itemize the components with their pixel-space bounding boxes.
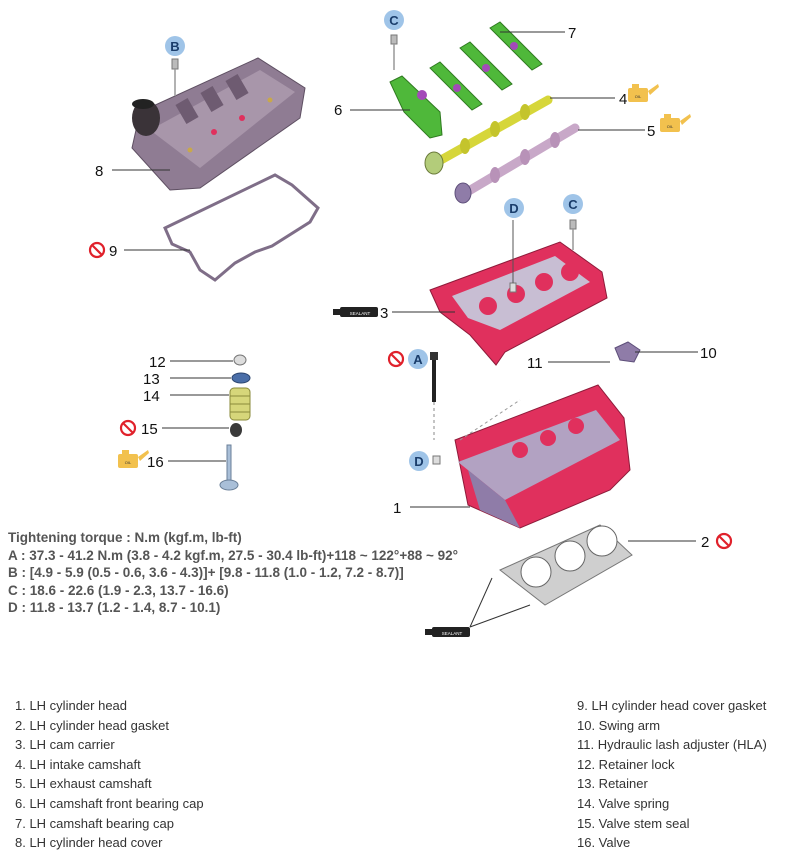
callout-4: 4 [619,91,627,108]
legend-item: 8. LH cylinder head cover [15,835,163,851]
retainer [231,372,251,384]
cam-carrier [429,241,608,366]
legend-item: 14. Valve spring [577,795,670,811]
svg-text:SEALANT: SEALANT [442,631,463,636]
legend-item: 15. Valve stem seal [577,815,690,831]
cylinder-head-gasket [499,524,633,606]
valve-stem-seal [230,423,242,437]
no-reuse-icon [119,419,137,437]
legend-item: 16. Valve [577,835,631,851]
badge-c-carrier: C [563,194,583,214]
parts-legend-right: 9. LH cylinder head cover gasket 10. Swi… [577,696,767,853]
sealant-tube-icon: SEALANT [333,307,378,317]
callout-11: 11 [527,355,543,372]
legend-item: 7. LH camshaft bearing cap [15,815,174,831]
legend-item: 1. LH cylinder head [15,698,128,713]
badge-c-top: C [384,10,404,30]
bolt-c-top [390,34,398,70]
bolt-d-carrier [509,220,517,293]
callout-12: 12 [149,354,166,371]
badge-d-carrier: D [504,198,524,218]
exploded-view-diagram: OIL [88,10,733,637]
retainer-lock [233,354,247,366]
legend-item: 4. LH intake camshaft [15,756,141,772]
camshaft-bearing-caps [429,21,543,111]
callout-1: 1 [393,500,401,517]
legend-item: 5. LH exhaust camshaft [15,776,152,792]
svg-text:A: A [413,352,423,367]
legend-item: 13. Retainer [577,776,648,792]
badge-b: B [165,36,185,56]
svg-text:C: C [389,13,399,28]
svg-text:C: C [568,197,578,212]
legend-item: 12. Retainer lock [577,756,675,772]
valve-spring [229,387,251,421]
exhaust-camshaft [454,123,580,204]
callout-16: 16 [147,454,164,471]
callout-14: 14 [143,388,160,405]
intake-camshaft [424,95,553,175]
sealant-tube-icon: SEALANT [425,627,470,637]
svg-text:D: D [414,454,423,469]
callout-10: 10 [700,345,717,362]
cylinder-head-cover [131,57,306,191]
leader-lines [112,31,698,628]
torque-c: C : 18.6 - 22.6 (1.9 - 2.3, 13.7 - 16.6) [8,582,229,598]
oil-can-icon [660,114,691,132]
callout-15: 15 [141,421,158,438]
legend-item: 2. LH cylinder head gasket [15,717,169,733]
oil-can-icon [118,450,149,468]
badge-a: A [408,349,428,369]
bolt-d-head [432,455,441,465]
parts-legend-left: 1. LH cylinder head 2. LH cylinder head … [15,696,204,853]
svg-text:SEALANT: SEALANT [350,311,371,316]
legend-item: 6. LH camshaft front bearing cap [15,795,204,811]
cylinder-head-cover-gasket [163,173,320,282]
callout-5: 5 [647,123,655,140]
no-reuse-icon [88,241,106,259]
callout-3: 3 [380,305,388,322]
legend-item: 10. Swing arm [577,717,661,733]
bolt-b [171,58,179,96]
camshaft-front-bearing-cap [389,75,443,139]
torque-heading: Tightening torque : N.m (kgf.m, lb-ft) [8,530,242,545]
no-reuse-icon [387,350,405,368]
valve [219,444,239,491]
no-reuse-icon [715,532,733,550]
legend-item: 9. LH cylinder head cover gasket [577,698,767,713]
badge-d-head: D [409,451,429,471]
svg-text:D: D [509,201,518,216]
callout-8: 8 [95,163,103,180]
callout-7: 7 [568,25,576,42]
callout-9: 9 [109,243,117,260]
oil-can-icon [628,84,659,102]
cylinder-head [454,384,631,529]
legend-item: 11. Hydraulic lash adjuster (HLA) [577,737,767,753]
tightening-torque-block: Tightening torque : N.m (kgf.m, lb-ft) A… [8,529,568,617]
torque-d: D : 11.8 - 13.7 (1.2 - 1.4, 8.7 - 10.1) [8,600,221,616]
swing-arm [614,341,641,363]
callout-6: 6 [334,102,342,119]
svg-text:B: B [170,39,179,54]
torque-a: A : 37.3 - 41.2 N.m (3.8 - 4.2 kgf.m, 27… [8,547,459,563]
bolt-c-carrier [569,219,577,250]
head-bolt-a [430,352,438,440]
callout-13: 13 [143,371,160,388]
callout-2: 2 [701,534,709,551]
torque-b: B : [4.9 - 5.9 (0.5 - 0.6, 3.6 - 4.3)]+ … [8,565,404,581]
legend-item: 3. LH cam carrier [15,737,115,753]
